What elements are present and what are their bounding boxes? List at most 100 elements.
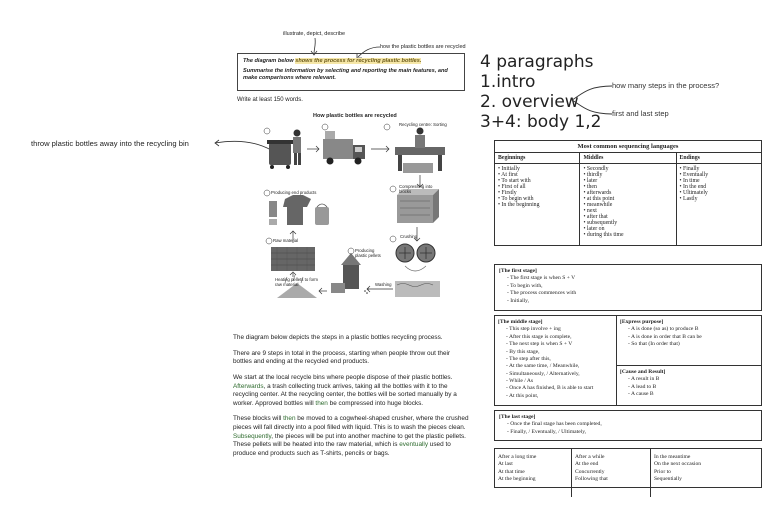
- list-item: To start with: [501, 178, 531, 184]
- process-diagram: How plastic bottles are recycled: [255, 113, 467, 309]
- diagram-art: [263, 123, 445, 298]
- raw-material-illustration: [271, 247, 315, 271]
- list-item: after that: [586, 214, 608, 220]
- col-header: Middles: [579, 152, 677, 164]
- step-label: Producing end products: [271, 190, 317, 195]
- middle-stage-col: [The middle stage] This step involve + i…: [498, 319, 610, 400]
- list-item: afterwards: [586, 190, 612, 196]
- plan-brace: [571, 85, 613, 115]
- step-label: Producing plastic pellets: [355, 248, 381, 258]
- cause-title: [Cause and Result]: [620, 369, 666, 375]
- list-item: While / As: [506, 378, 610, 385]
- list-item: A result in B: [628, 376, 758, 383]
- list-item: Eventually: [683, 172, 709, 178]
- list-item: A lead to B: [628, 384, 758, 391]
- list-item: A is done in order that B can be: [628, 334, 758, 341]
- annotation-how-bottles: how the plastic bottles are recycled: [380, 44, 466, 50]
- col-header: Endings: [675, 152, 763, 164]
- list-item: A cause B: [628, 391, 758, 398]
- middles-cell: • Secondly • thirdly • later • then • af…: [579, 163, 677, 246]
- essay-paragraph: The diagram below depicts the steps in a…: [233, 334, 443, 341]
- list-item: A is done (so as) to produce B: [628, 326, 758, 333]
- annotation-arrow: [310, 37, 318, 56]
- truck-illustration: [323, 131, 365, 165]
- annotation-illustrate: illustrate, depict, describe: [283, 31, 346, 37]
- blocks-illustration: [397, 189, 439, 223]
- word-count: Write at least 150 words.: [237, 97, 303, 103]
- list-item: After a while: [575, 454, 605, 460]
- list-item: Initially,: [507, 298, 757, 305]
- step-label: Washing: [375, 282, 392, 287]
- plan-line: 4 paragraphs: [480, 52, 594, 72]
- step-label: Heating pellets to form raw material: [275, 277, 318, 287]
- purpose-box: [Express purpose] A is done (so as) to p…: [616, 316, 761, 366]
- crusher-illustration: [395, 243, 440, 297]
- diagram-title: How plastic bottles are recycled: [313, 113, 397, 119]
- list-item: thirdly: [586, 172, 603, 178]
- list-item: Finally, / Eventually, / Ultimately,: [507, 429, 757, 436]
- connectors-col: In the meantime On the next occasion Pri…: [650, 449, 757, 497]
- endings-cell: • Finally • Eventually • In time • In th…: [675, 163, 763, 246]
- list-item: In the meantime: [654, 454, 691, 460]
- annotation-arrow: [214, 139, 272, 151]
- annotation-first-last: first and last step: [612, 109, 669, 118]
- list-item: Once A has finished, B is able to start: [506, 385, 610, 392]
- list-item: meanwhile: [586, 202, 613, 208]
- first-stage-title: [The first stage]: [499, 268, 537, 274]
- list-item: After a long time: [498, 454, 537, 460]
- list-item: The step after this,: [506, 356, 610, 363]
- list-item: At the end: [575, 461, 599, 468]
- task-prompt: The diagram below shows the process for …: [237, 53, 465, 91]
- connectors-col: After a long time At last At that time A…: [498, 454, 568, 484]
- list-item: Lastly: [683, 196, 698, 202]
- middle-stage-box: [The middle stage] This step involve + i…: [494, 315, 762, 406]
- list-item: subsequently: [586, 220, 618, 226]
- list-item: Once the final stage has been completed,: [507, 421, 757, 428]
- list-item: At the beginning: [498, 476, 536, 483]
- essay-paragraph: We start at the local recycle bins where…: [233, 373, 457, 407]
- last-stage-title: [The last stage]: [499, 414, 536, 420]
- essay-paragraph: These blocks will then be moved to a cog…: [233, 415, 469, 458]
- list-item: On the next occasion: [654, 461, 702, 468]
- list-item: At the same time, / Meanwhile,: [506, 363, 610, 370]
- list-item: The next step is when S + V: [506, 341, 610, 348]
- heating-illustration: [277, 274, 317, 298]
- list-item: later: [586, 178, 598, 184]
- step-label: Compressing into blocks: [399, 184, 433, 194]
- middle-stage-title: [The middle stage]: [498, 319, 543, 325]
- essay: The diagram below depicts the steps in a…: [233, 334, 469, 466]
- list-item: At this point,: [506, 393, 610, 400]
- step-label: Recycling centre: Sorting: [399, 122, 447, 127]
- connectors-table: After a long time At last At that time A…: [494, 448, 762, 497]
- list-item: Simultaneously, / Alternatively,: [506, 371, 610, 378]
- list-item: Ultimately: [683, 190, 708, 196]
- list-item: At last: [498, 461, 513, 468]
- list-item: Prior to: [654, 468, 671, 475]
- list-item: next: [586, 208, 597, 214]
- list-item: Concurrently: [575, 468, 605, 475]
- bin-person-illustration: [267, 129, 301, 169]
- last-stage-box: [The last stage] Once the final stage ha…: [494, 410, 762, 441]
- col-header: Beginnings: [493, 152, 581, 164]
- list-item: So that (In order that): [628, 341, 758, 348]
- list-item: First of all: [501, 184, 526, 190]
- list-item: To begin with: [501, 196, 534, 202]
- connectors-col: After a while At the end Concurrently Fo…: [571, 449, 650, 497]
- list-item: This step involve + ing: [506, 326, 610, 333]
- flow-arrows: [289, 145, 424, 295]
- list-item: At first: [501, 172, 518, 178]
- list-item: The first stage is when S + V: [507, 275, 757, 282]
- list-item: At that time: [498, 468, 525, 475]
- cause-box: [Cause and Result] A result in B A lead …: [616, 366, 761, 405]
- step-label: Raw material: [273, 238, 299, 243]
- plan-line: 2. overview: [480, 92, 579, 112]
- list-item: In time: [683, 178, 700, 184]
- annotation-throw: throw plastic bottles away into the recy…: [31, 139, 189, 148]
- sorting-illustration: [395, 127, 445, 173]
- annotation-how-many: how many steps in the process?: [612, 81, 720, 90]
- list-item: The process commences with: [507, 290, 757, 297]
- list-item: To begin with,: [507, 283, 757, 290]
- task-line2: Summarise the information by selecting a…: [243, 67, 448, 82]
- plan-line: 3+4: body 1,2: [480, 112, 602, 132]
- sequencing-title: Most common sequencing languages: [494, 140, 762, 153]
